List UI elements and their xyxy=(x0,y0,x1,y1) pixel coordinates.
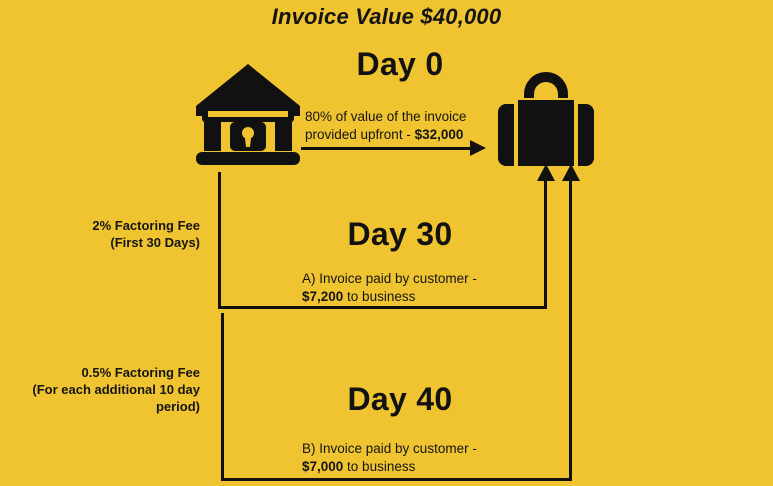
arrowhead-up-day30-icon xyxy=(537,164,555,181)
fee-label-1-line1: 2% Factoring Fee xyxy=(92,218,200,233)
fee-label-2-line2: (For each additional 10 day xyxy=(32,382,200,397)
note-day30: A) Invoice paid by customer - $7,200 to … xyxy=(302,270,517,306)
bank-icon xyxy=(192,60,304,170)
note-day40: B) Invoice paid by customer - $7,000 to … xyxy=(302,440,517,476)
stage-heading-day30: Day 30 xyxy=(347,216,453,252)
note-day0-amount: $32,000 xyxy=(414,127,464,142)
fee-label-2-line3: period) xyxy=(155,399,200,414)
note-day30-amount: $7,200 xyxy=(302,289,344,304)
fee-label-additional-10-days: 0.5% Factoring Fee (For each additional … xyxy=(10,364,200,415)
note-day30-suffix: to business xyxy=(343,289,416,304)
connector-bank-to-day40-vertical xyxy=(221,313,224,481)
note-day0: 80% of value of the invoice provided upf… xyxy=(305,108,520,144)
note-day40-amount: $7,000 xyxy=(302,459,344,474)
fee-label-first-30-days: 2% Factoring Fee (First 30 Days) xyxy=(10,217,200,251)
note-day40-suffix: to business xyxy=(343,459,416,474)
connector-upfront-shaft xyxy=(301,147,476,150)
connector-bank-to-day30-vertical xyxy=(218,172,221,309)
arrowhead-right-icon xyxy=(470,140,486,156)
note-day0-prefix: 80% of value of the invoice provided upf… xyxy=(305,109,467,142)
connector-day30-riser xyxy=(544,178,547,309)
connector-day30-horizontal xyxy=(218,306,547,309)
briefcase-icon xyxy=(492,58,600,168)
note-day40-prefix: B) Invoice paid by customer - xyxy=(302,441,477,456)
connector-day40-riser xyxy=(569,178,572,481)
fee-label-2-line1: 0.5% Factoring Fee xyxy=(81,365,200,380)
fee-label-1-line2: (First 30 Days) xyxy=(110,235,200,250)
stage-heading-day0: Day 0 xyxy=(356,46,444,82)
connector-day40-horizontal xyxy=(221,478,572,481)
note-day30-prefix: A) Invoice paid by customer - xyxy=(302,271,477,286)
page-title: Invoice Value $40,000 xyxy=(271,4,502,29)
arrowhead-up-day40-icon xyxy=(562,164,580,181)
stage-heading-day40: Day 40 xyxy=(347,381,453,417)
